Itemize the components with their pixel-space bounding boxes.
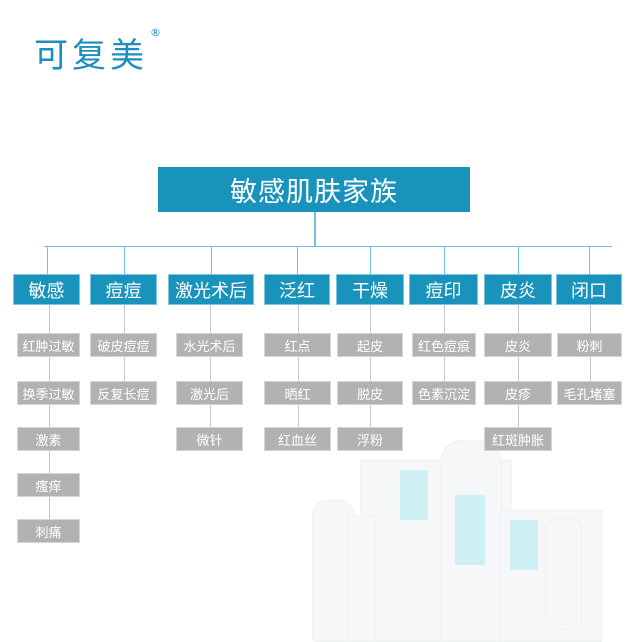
connector <box>370 305 371 427</box>
connector <box>297 246 298 274</box>
connector <box>47 246 48 274</box>
symptom-box: 起皮 <box>337 333 403 357</box>
connector <box>589 246 590 274</box>
connector <box>518 246 519 274</box>
product-image <box>300 440 620 642</box>
connector <box>211 246 212 274</box>
category-box: 痘痘 <box>90 274 157 305</box>
symptom-box: 破皮痘痘 <box>90 333 157 357</box>
symptom-box: 红斑肿胀 <box>484 427 552 451</box>
symptom-box: 粉刺 <box>557 333 622 357</box>
connector <box>444 246 445 274</box>
category-box: 泛红 <box>264 274 330 305</box>
symptom-box: 晒红 <box>264 381 331 405</box>
symptom-box: 红肿过敏 <box>17 333 80 357</box>
symptom-box: 微针 <box>176 427 243 451</box>
connector <box>518 305 519 427</box>
category-box: 激光术后 <box>168 274 254 305</box>
category-box: 皮炎 <box>484 274 552 305</box>
symptom-box: 脱皮 <box>337 381 403 405</box>
diagram-title: 敏感肌肤家族 <box>158 167 470 212</box>
symptom-box: 毛孔堵塞 <box>557 381 622 405</box>
symptom-box: 水光术后 <box>176 333 243 357</box>
symptom-box: 换季过敏 <box>17 381 80 405</box>
symptom-box: 皮炎 <box>484 333 552 357</box>
connector <box>370 246 371 274</box>
symptom-box: 瘙痒 <box>17 473 80 497</box>
category-box: 闭口 <box>556 274 622 305</box>
brand-logo: 可复美 <box>34 36 148 76</box>
connector <box>210 305 211 427</box>
symptom-box: 皮疹 <box>484 381 552 405</box>
connector <box>124 246 125 274</box>
symptom-box: 浮粉 <box>337 427 403 451</box>
connector <box>314 212 316 247</box>
connector <box>298 305 299 427</box>
symptom-box: 反复长痘 <box>90 381 157 405</box>
connector <box>44 246 612 247</box>
category-box: 痘印 <box>409 274 478 305</box>
symptom-box: 红色痘痕 <box>412 333 476 357</box>
connector <box>49 305 50 519</box>
category-box: 干燥 <box>336 274 404 305</box>
symptom-box: 红点 <box>264 333 331 357</box>
symptom-box: 刺痛 <box>17 519 80 543</box>
symptom-box: 红血丝 <box>264 427 331 451</box>
registered-mark: ® <box>150 26 161 39</box>
symptom-box: 色素沉淀 <box>412 381 476 405</box>
symptom-box: 激光后 <box>176 381 243 405</box>
symptom-box: 激素 <box>17 427 80 451</box>
category-box: 敏感 <box>13 274 80 305</box>
